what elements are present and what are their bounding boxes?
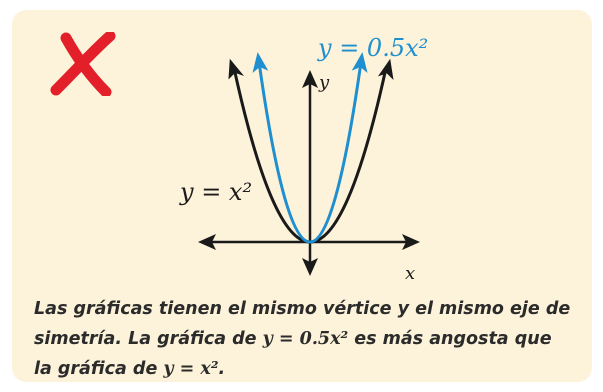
curve-blue-arrow-right (351, 52, 368, 74)
curve-blue-arrow-left (252, 52, 269, 74)
explanation-text: Las gráficas tienen el mismo vértice y e… (34, 294, 574, 382)
label-y-0-5x-squared: y = 0.5x² (318, 34, 429, 62)
curve-black-arrow-right (377, 58, 394, 80)
caption-text-3: . (218, 359, 226, 379)
axis-label-x: x (405, 263, 416, 284)
y-axis-arrow-up (302, 70, 318, 88)
curve-black-arrow-left (228, 58, 245, 80)
y-axis-arrow-down (302, 258, 318, 276)
caption-text-2: es más angosta que la gráfica de (34, 329, 552, 379)
exercise-card: y = 0.5x² y = x² y x Las gráficas tienen… (12, 10, 592, 382)
curve-y-equals-0-5x-squared (257, 61, 363, 244)
parabola-graph (198, 52, 420, 276)
caption-eq-2: y = x² (163, 359, 219, 379)
label-y-x-squared: y = x² (180, 178, 253, 206)
axis-label-y: y (319, 72, 330, 93)
x-axis-arrow-right (402, 234, 420, 250)
red-x-icon (50, 32, 116, 96)
caption-eq-1: y = 0.5x² (262, 329, 349, 349)
x-axis-arrow-left (198, 234, 216, 250)
caption-text-1: Las gráficas tienen el mismo vértice y e… (34, 299, 571, 349)
